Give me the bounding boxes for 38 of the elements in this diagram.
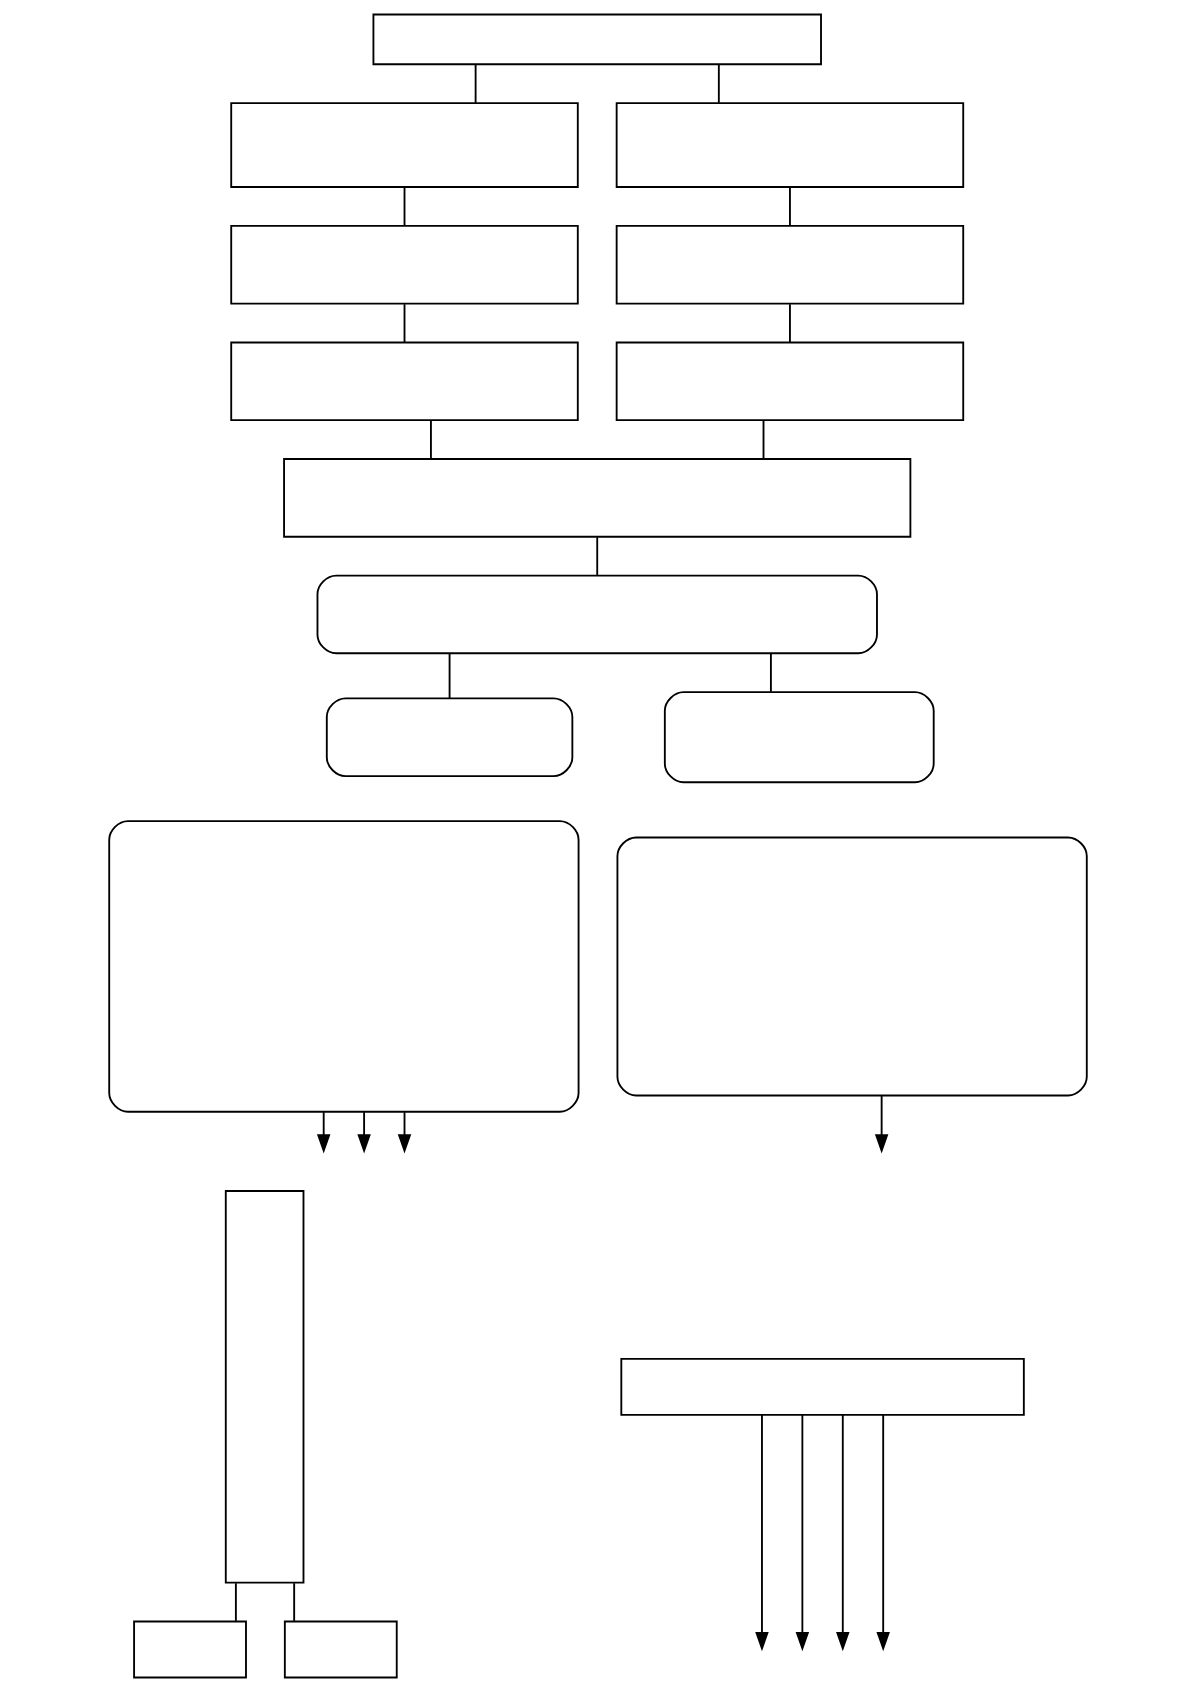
- node-box: [230, 224, 579, 305]
- connector: [448, 653, 451, 700]
- connector: [293, 1582, 296, 1622]
- connector: [762, 419, 765, 460]
- node-box: [615, 341, 965, 422]
- node-box: [663, 691, 935, 784]
- connector: [789, 186, 791, 227]
- arrow: [316, 1111, 331, 1154]
- arrow: [755, 1414, 769, 1652]
- node-box: [283, 458, 912, 538]
- connector: [430, 419, 432, 460]
- connector: [789, 303, 791, 344]
- node-box: [108, 820, 580, 1113]
- connector: [717, 63, 720, 104]
- node-box: [616, 836, 1088, 1097]
- node-box: [224, 1190, 305, 1584]
- arrow: [874, 1095, 889, 1154]
- node-box: [325, 697, 574, 777]
- node-box: [230, 341, 579, 422]
- node-box: [316, 574, 878, 655]
- connector: [403, 186, 406, 227]
- arrow: [397, 1111, 412, 1154]
- connector: [474, 63, 477, 104]
- connector: [234, 1582, 237, 1622]
- node-box: [283, 1620, 398, 1679]
- arrow: [836, 1414, 850, 1652]
- node-box: [230, 102, 579, 188]
- node-box: [620, 1357, 1025, 1416]
- connector: [403, 303, 406, 344]
- node-box: [133, 1620, 247, 1679]
- connector: [596, 536, 599, 577]
- connector: [769, 653, 772, 693]
- node-box: [615, 224, 965, 305]
- arrow: [876, 1414, 890, 1652]
- arrow: [357, 1111, 371, 1154]
- arrow: [795, 1414, 810, 1652]
- node-box: [372, 13, 822, 66]
- node-box: [615, 102, 965, 188]
